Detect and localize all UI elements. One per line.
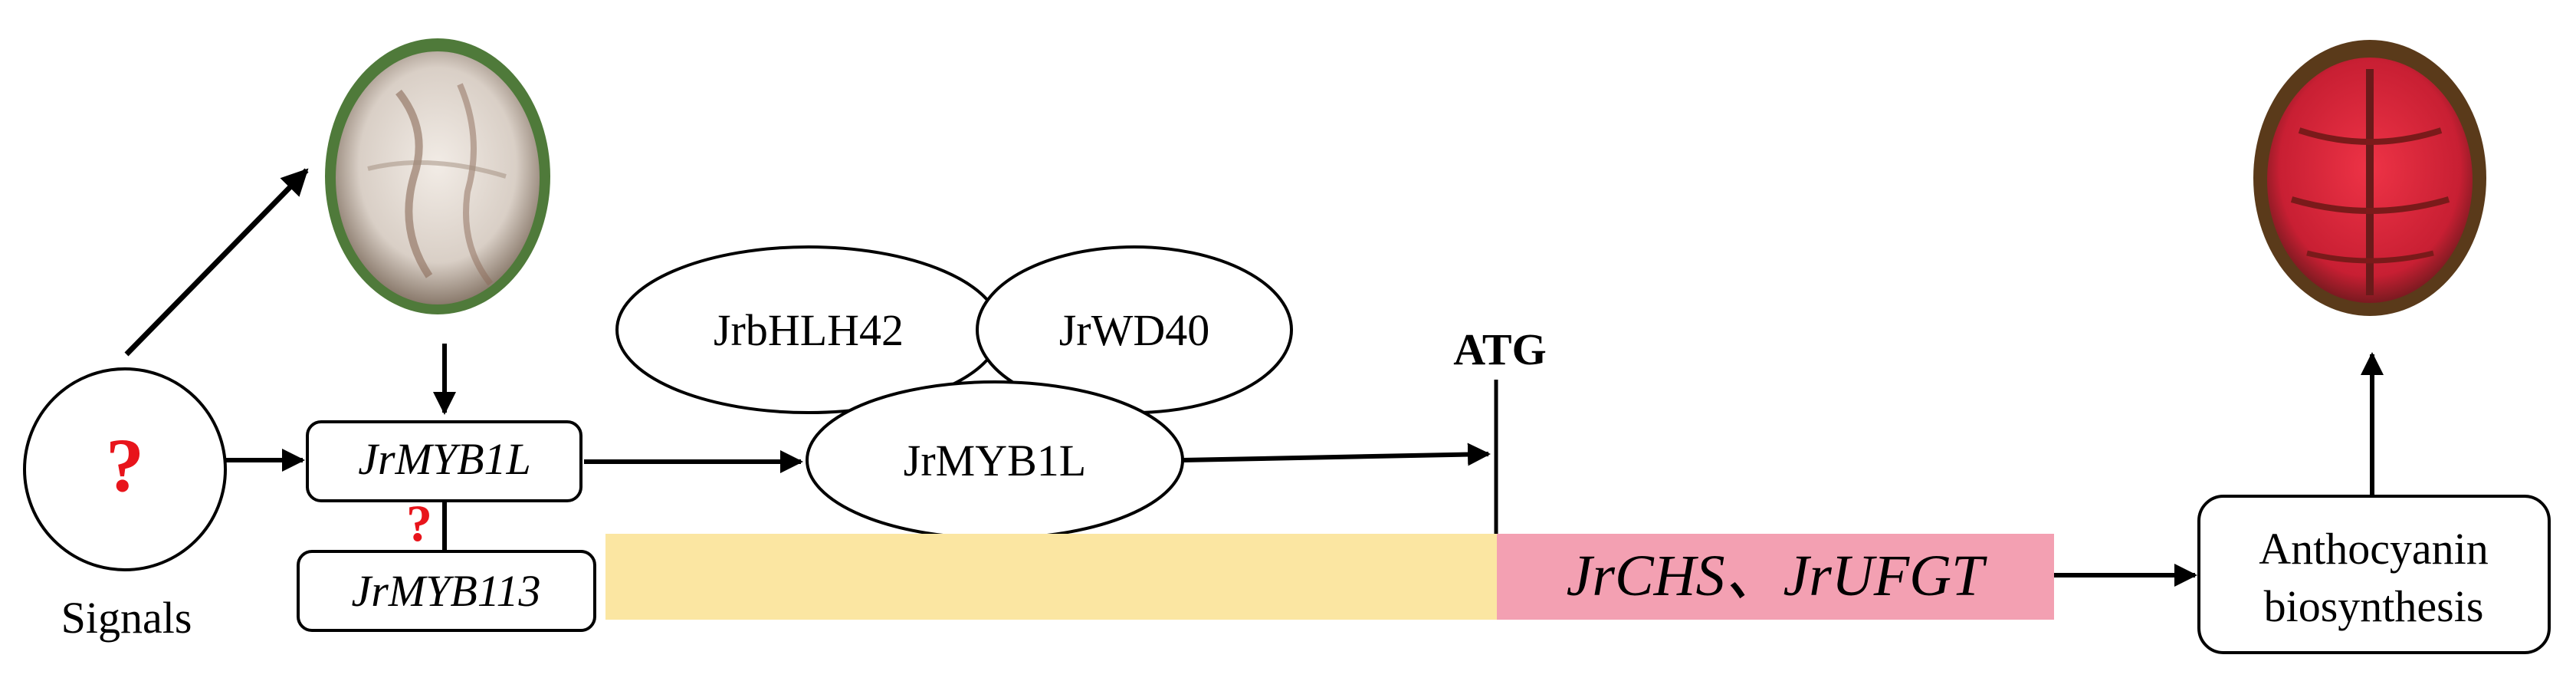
target-genes-bar bbox=[1497, 534, 2054, 620]
wd40-label: JrWD40 bbox=[1059, 305, 1210, 355]
arrow-signals-to-walnut bbox=[124, 168, 309, 357]
myb113-gene-box bbox=[297, 550, 596, 632]
arrow-complex-to-atg bbox=[1182, 443, 1491, 466]
biosynthesis-line2: biosynthesis bbox=[2264, 581, 2484, 631]
signals-circle bbox=[23, 367, 227, 571]
myb1l-gene-label: JrMYB1L bbox=[358, 434, 531, 484]
red-walnut-image bbox=[2253, 40, 2486, 316]
atg-label: ATG bbox=[1453, 324, 1546, 374]
green-walnut-image bbox=[325, 38, 550, 314]
bhlh42-label: JrbHLH42 bbox=[714, 305, 904, 355]
biosynthesis-line1: Anthocyanin bbox=[2259, 524, 2489, 574]
target-genes-label: JrCHS、JrUFGT bbox=[1567, 544, 1987, 608]
myb113-gene-label: JrMYB113 bbox=[351, 566, 540, 616]
anthocyanin-biosynthesis-box bbox=[2197, 495, 2551, 654]
promoter-bar bbox=[605, 534, 1497, 620]
signals-question-mark: ? bbox=[106, 423, 144, 508]
interaction-question-mark: ? bbox=[406, 494, 432, 552]
signals-label: Signals bbox=[61, 593, 192, 643]
myb1l-protein-label: JrMYB1L bbox=[904, 436, 1086, 485]
